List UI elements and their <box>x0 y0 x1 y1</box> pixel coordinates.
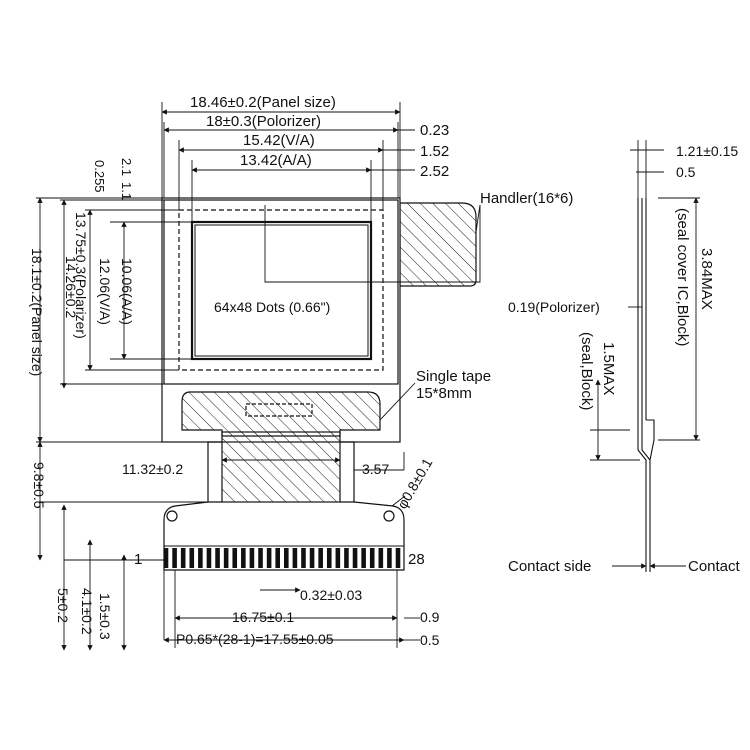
pitch-label: P0.65*(28-1)=17.55±0.05 <box>176 631 334 647</box>
va-height-label: 12.06(V/A) <box>97 258 113 325</box>
fpc-neck <box>221 431 341 503</box>
panel-height-label: 18.1±0.2(Panel size) <box>29 248 45 376</box>
side-polarizer-label: 0.19(Polorizer) <box>508 299 600 315</box>
contact-pin <box>223 548 229 568</box>
contact-pins <box>163 548 401 568</box>
handler-tab <box>399 202 477 287</box>
contact-label: Contact <box>688 558 741 575</box>
polarizer-height-label: 13.75±0.3(Polarizer) <box>73 212 89 339</box>
polarizer-outline <box>163 199 399 385</box>
single-tape-size-label: 15*8mm <box>416 385 472 402</box>
dim-5-label: 5±0.2 <box>55 588 71 623</box>
contact-pin <box>361 548 366 568</box>
dim-05-label: 0.5 <box>420 632 440 648</box>
contact-pin <box>369 548 375 568</box>
pin-last-label: 28 <box>408 551 425 568</box>
contact-pin <box>198 548 203 568</box>
left-21-label: 2.1 <box>119 158 134 176</box>
contact-pin <box>387 548 392 568</box>
contact-pin <box>206 548 212 568</box>
contact-pin <box>275 548 280 568</box>
contact-pin <box>163 548 169 568</box>
side-top-05-label: 0.5 <box>676 164 696 180</box>
aa-height-label: 10.06(A/A) <box>119 258 135 325</box>
handler-label: Handler(16*6) <box>480 190 573 207</box>
right-023-label: 0.23 <box>420 122 449 139</box>
va-width-label: 15.42(V/A) <box>243 132 315 149</box>
fpc-right-label: 3.57 <box>362 461 389 477</box>
side-view <box>590 140 700 572</box>
height-1426-label: 14.26±0.2 <box>63 256 79 318</box>
contact-pin <box>232 548 238 568</box>
contact-pin <box>378 548 384 568</box>
dim-15-label: 1.5±0.3 <box>97 593 113 640</box>
hole-label: φ0.8±0.1 <box>394 455 436 511</box>
mounting-hole-right <box>383 510 395 522</box>
dim-09-label: 0.9 <box>420 609 440 625</box>
dim-41-label: 4.1±0.2 <box>79 588 95 635</box>
pin-width-label: 0.32±0.03 <box>300 587 362 603</box>
left-0255-label: 0.255 <box>92 160 107 193</box>
side-seal-block-label: (seal,Block) <box>578 332 595 410</box>
pin-span-label: 16.75±0.1 <box>232 609 294 625</box>
pin-first-label: 1 <box>134 551 142 568</box>
front-view <box>161 197 477 571</box>
panel-size-label: 18.46±0.2(Panel size) <box>190 94 336 111</box>
contact-pin <box>326 548 332 568</box>
single-tape-label: Single tape <box>416 368 491 385</box>
contact-pin <box>318 548 323 568</box>
left-11-label: 1.1 <box>119 182 134 200</box>
contact-pin <box>284 548 289 568</box>
single-tape <box>181 391 381 437</box>
side-thickness-label: 3.84MAX <box>698 248 715 310</box>
contact-pin <box>258 548 263 568</box>
contact-pin <box>335 548 341 568</box>
contact-pin <box>352 548 358 568</box>
active-area <box>190 220 373 361</box>
side-seal-cover-label: (seal cover IC,Block) <box>674 208 691 346</box>
contact-pin <box>292 548 298 568</box>
contact-pin <box>180 548 186 568</box>
contact-pin <box>241 548 246 568</box>
fpc-length-label: 9.8±0.5 <box>31 462 47 509</box>
contact-pin <box>309 548 315 568</box>
fpc-width-label: 11.32±0.2 <box>122 461 183 477</box>
contact-pin <box>266 548 272 568</box>
aa-width-label: 13.42(A/A) <box>240 152 312 169</box>
side-seal-15-label: 1.5MAX <box>600 342 617 395</box>
view-area <box>178 209 384 371</box>
contact-pin <box>344 548 349 568</box>
right-252-label: 2.52 <box>420 163 449 180</box>
contact-side-label: Contact side <box>508 558 591 575</box>
contact-pin <box>215 548 220 568</box>
right-152-label: 1.52 <box>420 143 449 160</box>
side-top-121-label: 1.21±0.15 <box>676 143 738 159</box>
contact-pin <box>395 548 401 568</box>
contact-pin <box>301 548 306 568</box>
mounting-hole-left <box>166 510 178 522</box>
contact-pin <box>189 548 195 568</box>
contact-pin <box>249 548 255 568</box>
display-label: 64x48 Dots (0.66") <box>214 299 330 315</box>
polarizer-width-label: 18±0.3(Polorizer) <box>206 113 321 130</box>
contact-pin <box>172 548 177 568</box>
fpc-stiffener <box>163 501 405 571</box>
